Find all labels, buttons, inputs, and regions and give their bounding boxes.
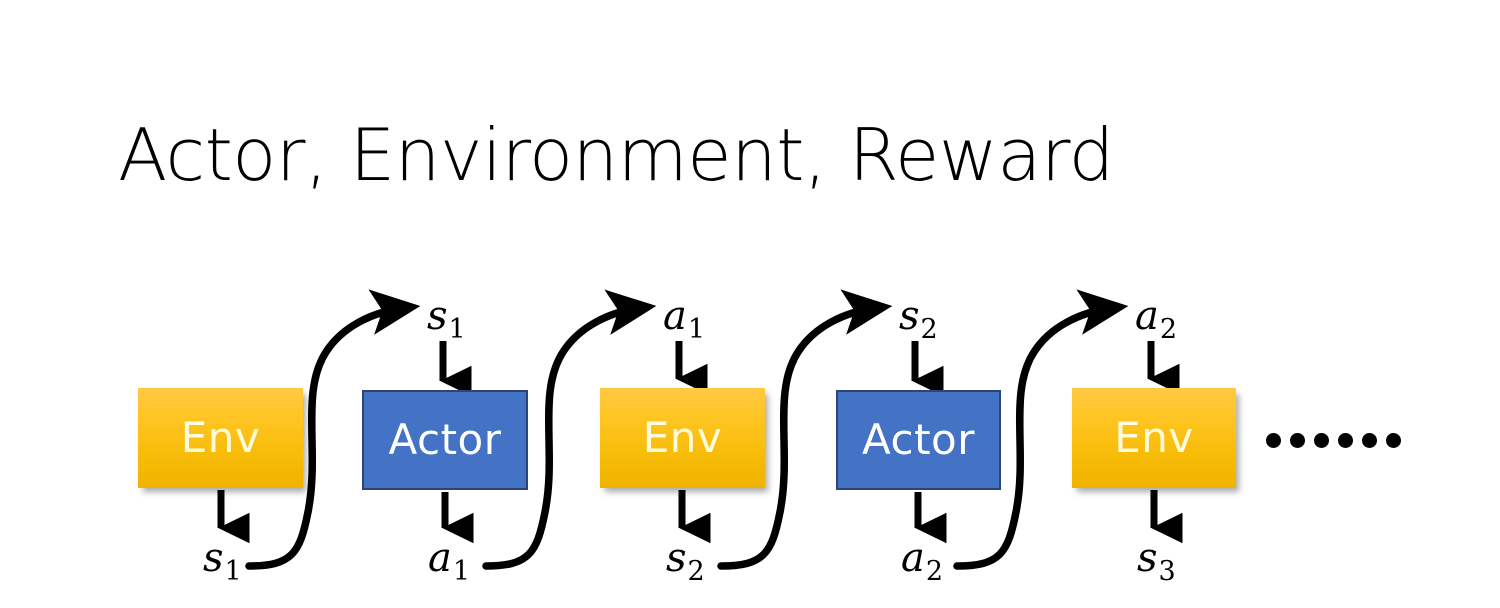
label-a1-bottom: a1 bbox=[428, 535, 470, 585]
label-symbol: s bbox=[427, 293, 448, 339]
label-a2-top: a2 bbox=[1135, 293, 1177, 343]
curve-s2-to-top bbox=[717, 289, 893, 570]
node-actor-2[interactable]: Actor bbox=[836, 390, 1001, 490]
curve-s1-to-top bbox=[245, 289, 421, 570]
ellipsis-dot bbox=[1362, 433, 1377, 448]
label-s2-top: s2 bbox=[899, 293, 938, 343]
node-label: Actor bbox=[861, 415, 976, 464]
label-symbol: a bbox=[901, 535, 925, 581]
node-label: Env bbox=[642, 413, 723, 462]
ellipsis-dot bbox=[1338, 433, 1353, 448]
label-symbol: a bbox=[1135, 293, 1159, 339]
label-a2-bottom: a2 bbox=[901, 535, 943, 585]
node-env-3[interactable]: Env bbox=[1072, 388, 1236, 488]
label-subscript: 1 bbox=[448, 314, 466, 345]
ellipsis-group-1 bbox=[1266, 433, 1329, 448]
label-subscript: 1 bbox=[452, 556, 471, 587]
label-subscript: 2 bbox=[920, 314, 938, 345]
label-s3-bottom: s3 bbox=[1137, 535, 1176, 585]
label-symbol: a bbox=[663, 293, 687, 339]
ellipsis-dot bbox=[1314, 433, 1329, 448]
page-title: Actor, Environment, Reward bbox=[118, 113, 1114, 197]
ellipsis-dot bbox=[1266, 433, 1281, 448]
label-symbol: s bbox=[203, 535, 224, 581]
label-subscript: 1 bbox=[687, 314, 706, 345]
curve-a1-to-top bbox=[482, 289, 657, 570]
label-subscript: 1 bbox=[224, 556, 242, 587]
label-symbol: s bbox=[666, 535, 687, 581]
label-s2-bottom: s2 bbox=[666, 535, 705, 585]
label-s1-top: s1 bbox=[427, 293, 466, 343]
label-subscript: 2 bbox=[1159, 314, 1178, 345]
node-actor-1[interactable]: Actor bbox=[362, 390, 528, 490]
node-label: Actor bbox=[388, 415, 502, 464]
label-subscript: 3 bbox=[1158, 556, 1176, 587]
label-symbol: s bbox=[899, 293, 920, 339]
label-subscript: 2 bbox=[925, 556, 944, 587]
label-a1-top: a1 bbox=[663, 293, 705, 343]
node-label: Env bbox=[180, 413, 261, 462]
ellipsis-dot bbox=[1386, 433, 1401, 448]
ellipsis-indicator bbox=[1266, 433, 1401, 448]
node-label: Env bbox=[1114, 413, 1194, 462]
label-subscript: 2 bbox=[687, 556, 705, 587]
label-symbol: s bbox=[1137, 535, 1158, 581]
ellipsis-dot bbox=[1290, 433, 1305, 448]
label-s1-bottom: s1 bbox=[203, 535, 242, 585]
node-env-1[interactable]: Env bbox=[138, 388, 303, 488]
label-symbol: a bbox=[428, 535, 452, 581]
curve-a2-to-top bbox=[953, 289, 1129, 570]
node-env-2[interactable]: Env bbox=[600, 388, 765, 488]
ellipsis-group-2 bbox=[1338, 433, 1401, 448]
